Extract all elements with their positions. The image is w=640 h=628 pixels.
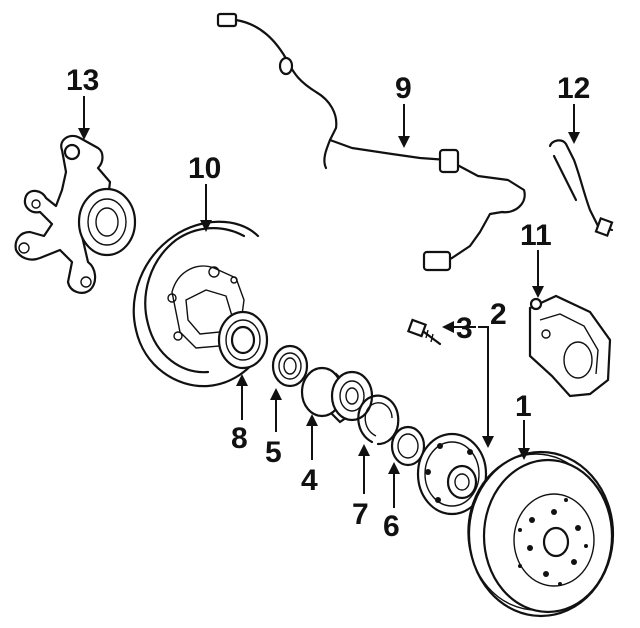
callout-11: 11	[520, 219, 552, 252]
callout-2: 2	[490, 298, 507, 331]
callout-12: 12	[557, 72, 590, 105]
hub-flange-part	[416, 432, 488, 516]
brake-rotor-part	[467, 450, 615, 618]
callout-10: 10	[188, 152, 221, 185]
callout-7: 7	[352, 498, 369, 531]
brake-caliper-part	[528, 294, 612, 398]
hub-bearing-part	[300, 366, 374, 424]
seal-part	[217, 310, 269, 370]
brake-hose-part	[548, 139, 614, 238]
bolt-part	[406, 318, 442, 346]
callout-1: 1	[515, 390, 532, 423]
steering-knuckle-part	[14, 134, 137, 294]
callout-3: 3	[456, 312, 473, 345]
callout-5: 5	[265, 436, 282, 469]
outer-seal-part	[390, 425, 426, 467]
callout-9: 9	[395, 72, 412, 105]
leader-lines	[78, 96, 580, 508]
callout-6: 6	[383, 510, 400, 543]
callout-8: 8	[231, 422, 248, 455]
callout-13: 13	[66, 64, 99, 97]
abs-sensor-part	[216, 12, 526, 272]
callout-4: 4	[301, 464, 318, 497]
inner-bearing-part	[271, 344, 309, 388]
snap-ring-part	[357, 394, 400, 446]
